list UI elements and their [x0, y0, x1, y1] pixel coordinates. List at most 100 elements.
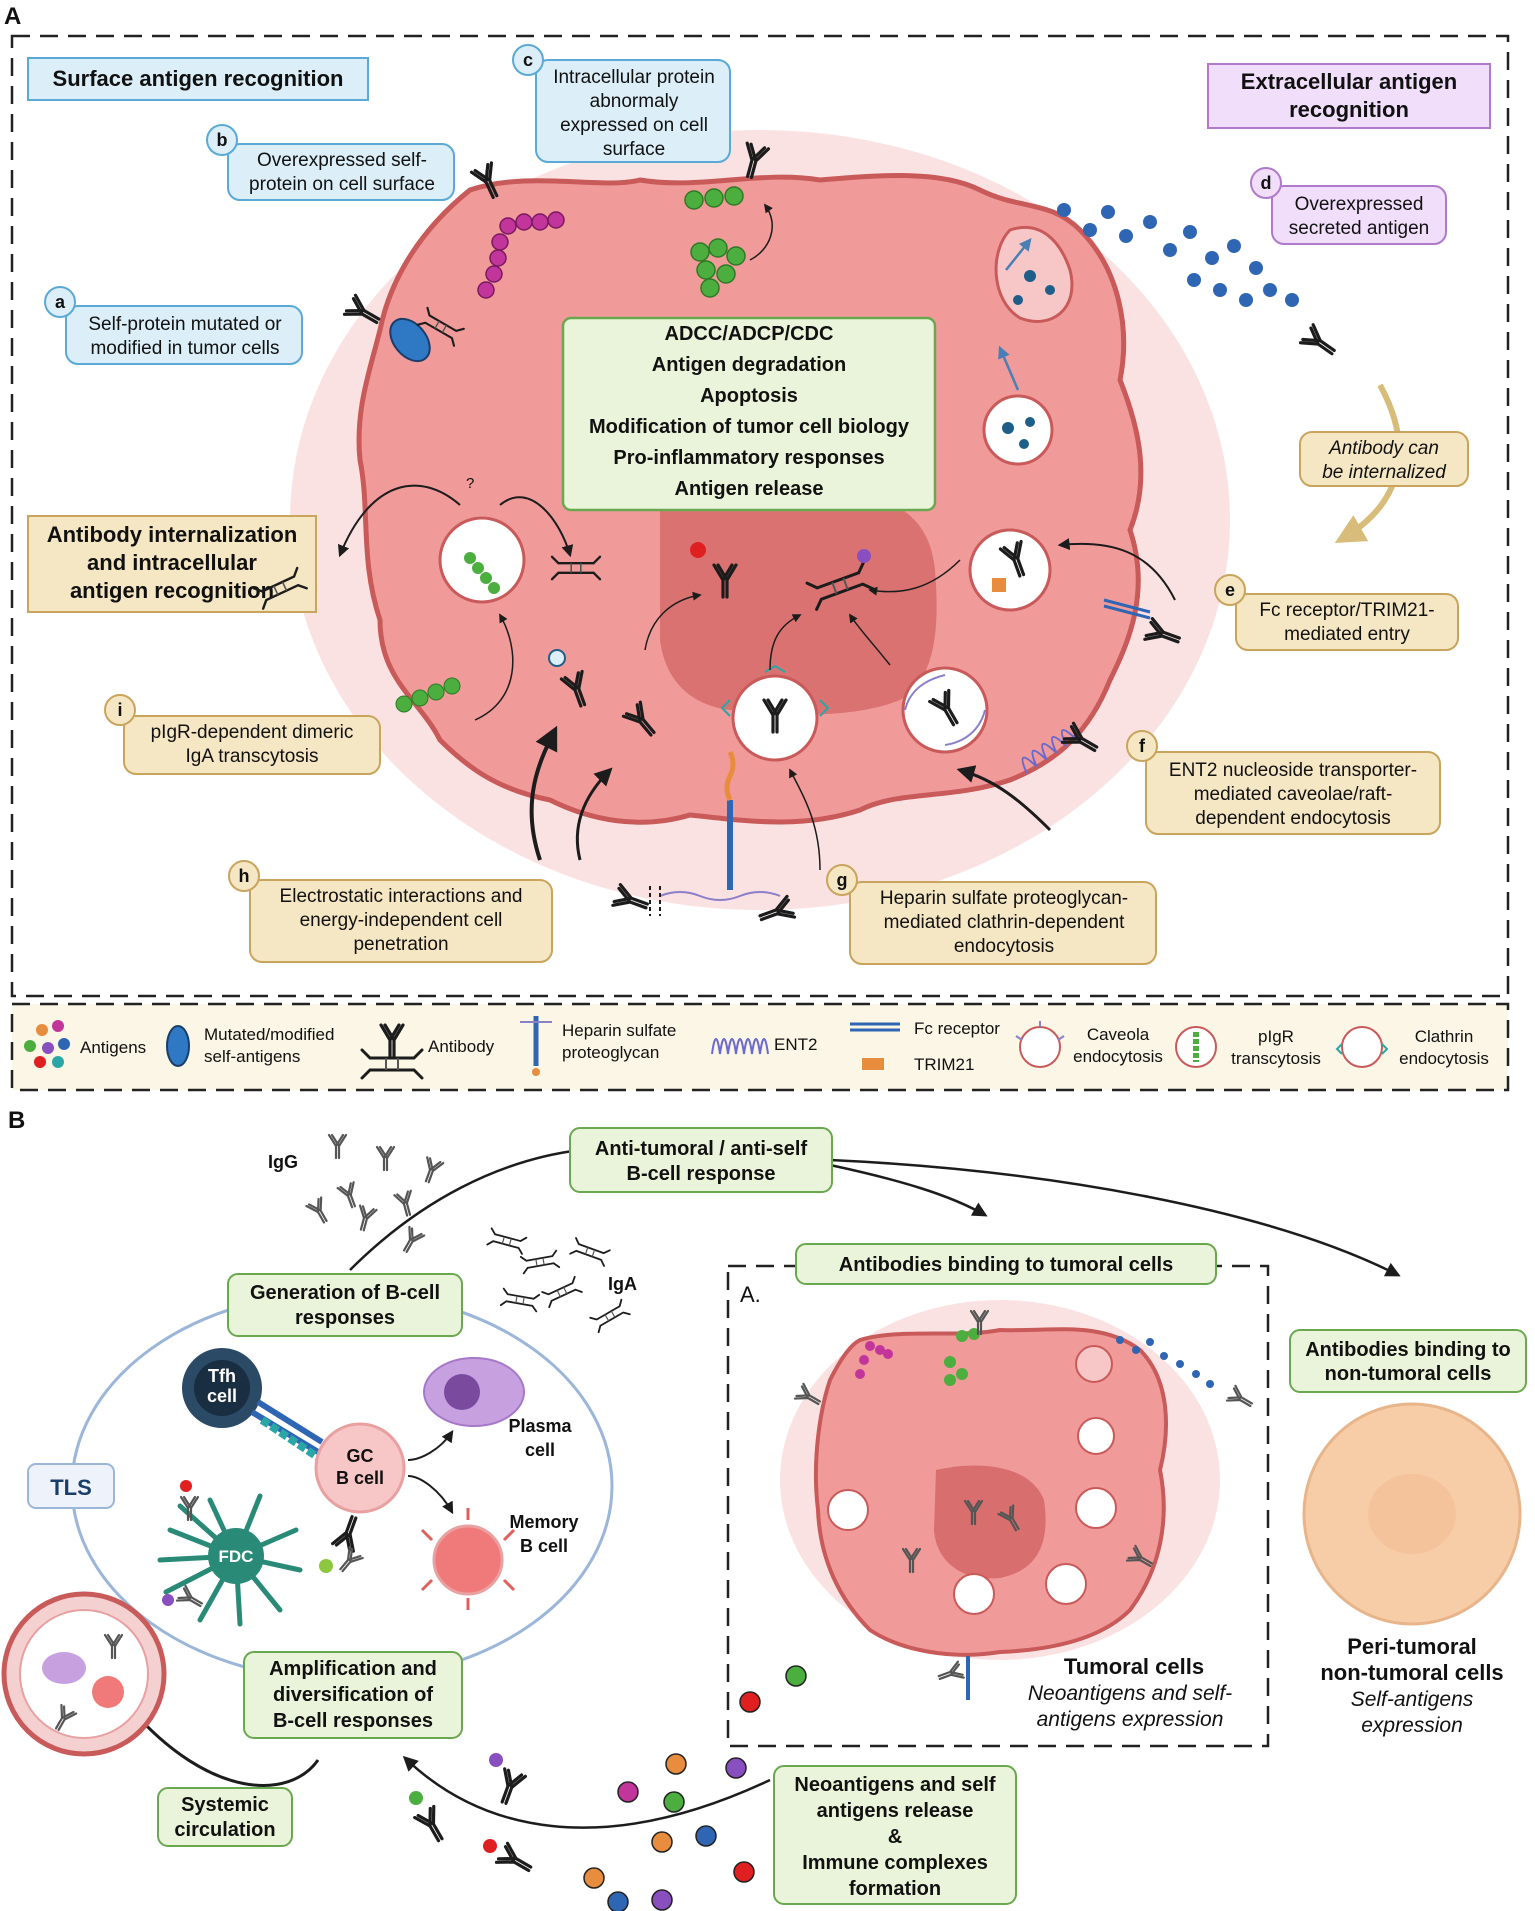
clathrin-vesicle	[731, 674, 819, 762]
internalized-note-box	[1299, 431, 1469, 487]
arrow-h2	[575, 767, 613, 861]
panel-a-frame	[10, 34, 1510, 998]
label-a-box	[65, 305, 303, 365]
arrow-g	[789, 768, 821, 871]
released-antigens	[583, 1665, 807, 1911]
release-box	[773, 1765, 1017, 1905]
igg-cluster	[305, 1133, 445, 1257]
fc-vesicle	[968, 528, 1052, 612]
legend-pigr-line1: pIgR	[1258, 1027, 1294, 1046]
legend-mutated-line1: Mutated/modified	[204, 1025, 334, 1044]
legend-clathrin-line2: endocytosis	[1399, 1049, 1489, 1068]
label-e-box	[1235, 593, 1459, 651]
label-b-line1: Overexpressed self-	[257, 150, 427, 171]
label-i-line2: IgA transcytosis	[185, 746, 318, 767]
surface-title-box	[27, 57, 369, 101]
legend-trim21-icon	[862, 1058, 884, 1070]
overexpressed-self-protein	[477, 211, 565, 299]
label-c-line2: abnormaly	[590, 91, 679, 112]
legend-frame	[10, 1002, 1510, 1092]
label-i-line1: pIgR-dependent dimeric	[151, 722, 354, 743]
label-g-line1: Heparin sulfate proteoglycan-	[880, 888, 1128, 909]
label-c-badge	[512, 44, 544, 76]
systemic-line2: circulation	[174, 1819, 275, 1841]
arc-top	[349, 1148, 581, 1271]
extracellular-title-box	[1207, 63, 1491, 129]
gc-line2: B cell	[336, 1468, 384, 1488]
legend-clathrin-icon	[1341, 1026, 1383, 1068]
complex-antibody-3	[494, 1841, 537, 1880]
legend-antigens-icon	[24, 1020, 70, 1068]
label-b-line2: protein on cell surface	[249, 174, 435, 195]
internalized-note-line2: be internalized	[1322, 462, 1447, 483]
label-e-line2: mediated entry	[1284, 624, 1410, 645]
label-e-line1: Fc receptor/TRIM21-	[1259, 600, 1434, 621]
label-f-line3: dependent endocytosis	[1195, 808, 1390, 829]
label-i-letter: i	[117, 700, 122, 720]
legend-caveola-icon	[1019, 1026, 1061, 1068]
secretory-vesicle	[982, 394, 1054, 466]
iga-label: IgA	[608, 1274, 637, 1294]
effect-antigen-degradation: Antigen degradation	[652, 354, 846, 376]
extracellular-title-line2: recognition	[1289, 97, 1409, 122]
amplification-line2: diversification of	[273, 1684, 433, 1706]
legend-antigens: Antigens	[80, 1038, 146, 1057]
legend-caveola-line1: Caveola	[1087, 1025, 1150, 1044]
label-b-badge	[206, 124, 238, 156]
pigr-vesicle	[438, 516, 526, 604]
label-f-line1: ENT2 nucleoside transporter-	[1169, 760, 1417, 781]
peri-line1: Peri-tumoral	[1347, 1634, 1477, 1659]
label-h-letter: h	[239, 866, 250, 886]
label-e-letter: e	[1225, 580, 1235, 600]
antibody-d	[1298, 323, 1341, 363]
fdc-cell	[157, 1493, 303, 1627]
peri-sub-line1: Self-antigens	[1351, 1688, 1474, 1711]
release-line5: formation	[849, 1878, 941, 1900]
release-line2: antigens release	[817, 1800, 974, 1822]
label-g-line3: endocytosis	[954, 936, 1054, 957]
tfh-line1: Tfh	[208, 1366, 236, 1386]
label-g-letter: g	[837, 870, 848, 890]
arrow-secretion	[998, 345, 1020, 391]
legend-pigr-line2: transcytosis	[1231, 1049, 1321, 1068]
label-f-line2: mediated caveolae/raft-	[1194, 784, 1393, 805]
tls-label-box	[27, 1463, 115, 1509]
label-g-line2: mediated clathrin-dependent	[884, 912, 1126, 933]
gc-line1: GC	[347, 1446, 374, 1466]
internalization-title-line2: and intracellular	[87, 550, 257, 575]
legend-antibody: Antibody	[428, 1037, 495, 1056]
tumoral-sub-line2: antigens expression	[1037, 1708, 1224, 1731]
memory-b-cell	[432, 1524, 504, 1596]
effect-apoptosis: Apoptosis	[700, 385, 798, 407]
panel-b-letter: B	[8, 1107, 25, 1134]
arrow-h1	[529, 725, 558, 861]
intracellular-antigen-c	[684, 186, 746, 298]
tumoral-sub-line1: Neoantigens and self-	[1028, 1682, 1232, 1705]
vesicle-antigens	[1013, 270, 1055, 305]
binding-nontumoral-line1: Antibodies binding to	[1305, 1339, 1511, 1361]
label-f-letter: f	[1139, 736, 1146, 756]
secreted-antigen-dots	[1057, 203, 1299, 307]
label-c-line4: surface	[603, 139, 665, 160]
arrow-e	[1057, 538, 1176, 601]
generation-line1: Generation of B-cell	[250, 1282, 440, 1304]
systemic-box	[157, 1787, 293, 1847]
effect-modification: Modification of tumor cell biology	[589, 416, 910, 438]
legend-hspg-line2: proteoglycan	[562, 1043, 659, 1062]
label-h-line2: energy-independent cell	[300, 910, 503, 931]
arrow-exocytosis	[1005, 238, 1032, 271]
arc-to-nontumor	[829, 1158, 1401, 1277]
memory-line1: Memory	[509, 1512, 578, 1532]
release-line3: &	[888, 1826, 902, 1848]
tumor-cell-nucleus	[660, 485, 937, 715]
surface-title: Surface antigen recognition	[53, 66, 344, 91]
arc-bottom	[402, 1755, 771, 1829]
label-a-letter: a	[55, 292, 66, 312]
peri-sub-line2: expression	[1361, 1714, 1463, 1737]
arrow-f	[956, 765, 1052, 832]
binding-nontumoral-line2: non-tumoral cells	[1325, 1363, 1492, 1385]
fc-receptor	[1103, 598, 1151, 620]
label-e-badge	[1214, 574, 1246, 606]
fdc-label: FDC	[219, 1547, 254, 1566]
